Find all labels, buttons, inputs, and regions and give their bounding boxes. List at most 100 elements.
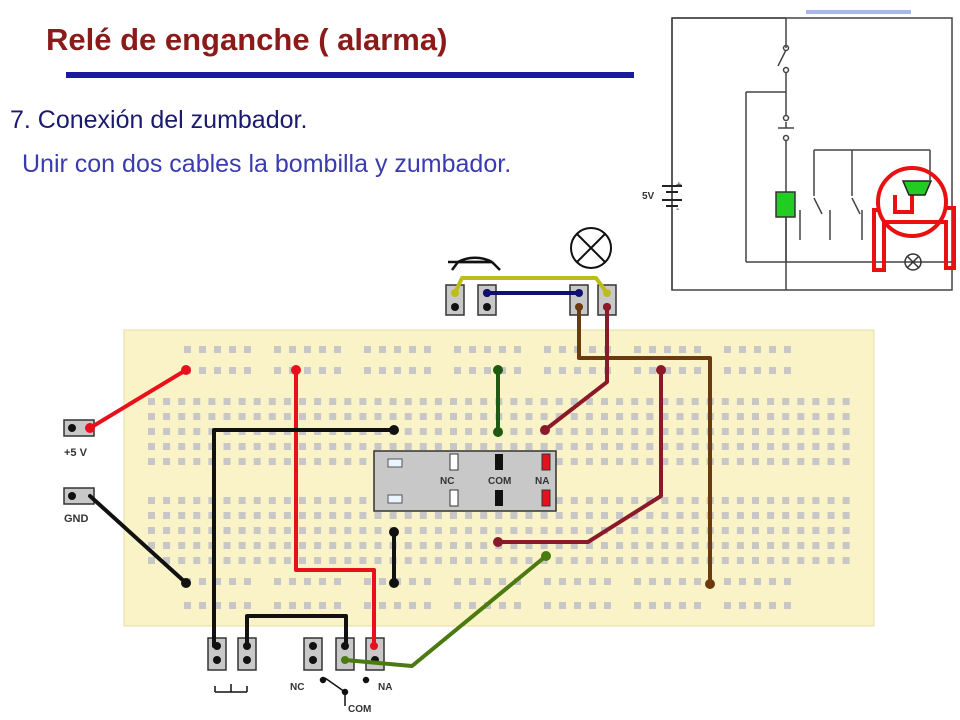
breadboard-hole: [616, 413, 624, 420]
breadboard-hole: [724, 602, 731, 609]
breadboard-hole: [193, 413, 201, 420]
breadboard-hole: [319, 578, 326, 585]
breadboard-hole: [450, 443, 457, 450]
wire-ends: [85, 289, 715, 664]
breadboard-hole: [208, 443, 216, 450]
breadboard-hole: [724, 346, 731, 353]
breadboard-hole: [510, 428, 518, 435]
breadboard-hole: [484, 578, 491, 585]
breadboard-hole: [631, 512, 639, 519]
breadboard-hole: [223, 557, 231, 564]
breadboard-hole: [510, 512, 518, 519]
breadboard-hole: [344, 542, 352, 549]
breadboard-hole: [299, 458, 306, 465]
switch-com-label: COM: [348, 704, 371, 715]
breadboard-hole: [359, 443, 367, 450]
schematic-buzzer-icon: [901, 180, 933, 196]
breadboard-hole: [812, 458, 820, 465]
breadboard-hole: [274, 602, 281, 609]
breadboard-hole: [616, 428, 624, 435]
breadboard-hole: [283, 542, 291, 549]
wire-red-supply: [88, 368, 188, 430]
breadboard-hole: [769, 578, 776, 585]
breadboard-hole: [329, 458, 337, 465]
breadboard-hole: [649, 578, 656, 585]
breadboard-hole: [540, 398, 548, 405]
wires: [88, 276, 712, 668]
breadboard-hole: [238, 512, 246, 519]
breadboard-hole: [540, 512, 548, 519]
breadboard-hole: [676, 557, 684, 564]
breadboard-hole: [570, 398, 578, 405]
wire-maroon-top: [543, 305, 609, 432]
breadboard-hole: [525, 443, 533, 450]
breadboard-hole: [525, 413, 533, 420]
breadboard-hole: [510, 413, 518, 420]
breadboard-hole: [304, 578, 311, 585]
breadboard-hole: [661, 398, 669, 405]
breadboard-hole: [419, 512, 427, 519]
breadboard-hole: [691, 557, 699, 564]
breadboard-hole: [827, 458, 835, 465]
breadboard-hole: [314, 443, 322, 450]
breadboard-hole: [244, 346, 251, 353]
breadboard-hole: [193, 443, 201, 450]
breadboard-hole: [389, 413, 397, 420]
breadboard-hole: [540, 443, 548, 450]
breadboard-hole: [404, 542, 412, 549]
breadboard-hole: [631, 542, 639, 549]
breadboard-hole: [661, 413, 669, 420]
breadboard-hole: [178, 398, 186, 405]
breadboard-hole: [752, 512, 759, 519]
breadboard-hole: [812, 413, 820, 420]
breadboard-hole: [769, 367, 776, 374]
breadboard-hole: [223, 542, 231, 549]
breadboard-hole: [585, 398, 593, 405]
breadboard-hole: [661, 458, 669, 465]
breadboard-hole: [646, 497, 654, 504]
breadboard-hole: [434, 542, 442, 549]
breadboard-hole: [812, 527, 820, 534]
breadboard-hole: [797, 557, 805, 564]
breadboard-hole: [767, 458, 775, 465]
breadboard-hole: [736, 428, 744, 435]
breadboard-hole: [514, 602, 521, 609]
breadboard-hole: [646, 428, 654, 435]
breadboard-hole: [842, 443, 850, 450]
relay-nc-label: NC: [440, 476, 454, 487]
breadboard-hole: [469, 367, 476, 374]
breadboard-hole: [178, 413, 186, 420]
breadboard-hole: [329, 527, 337, 534]
breadboard-hole: [344, 398, 352, 405]
breadboard-hole: [736, 557, 744, 564]
breadboard-hole: [334, 346, 341, 353]
breadboard-hole: [767, 497, 775, 504]
breadboard-hole: [450, 398, 457, 405]
breadboard-hole: [289, 602, 296, 609]
breadboard-hole: [359, 557, 367, 564]
breadboard-hole: [797, 458, 805, 465]
breadboard-hole: [661, 443, 669, 450]
breadboard-hole: [679, 578, 686, 585]
breadboard-hole: [299, 557, 306, 564]
breadboard-hole: [434, 398, 442, 405]
breadboard-hole: [827, 512, 835, 519]
breadboard-hole: [555, 557, 563, 564]
breadboard-hole: [283, 413, 291, 420]
breadboard-hole: [434, 512, 442, 519]
breadboard-hole: [691, 458, 699, 465]
breadboard-hole: [304, 602, 311, 609]
breadboard-hole: [525, 557, 533, 564]
breadboard-hole: [634, 578, 641, 585]
ground-label: GND: [64, 513, 89, 525]
breadboard-hole: [208, 542, 216, 549]
breadboard-hole: [495, 527, 503, 534]
breadboard-hole: [631, 398, 639, 405]
breadboard-hole: [319, 602, 326, 609]
breadboard-hole: [812, 398, 820, 405]
breadboard-hole: [585, 443, 593, 450]
breadboard-hole: [163, 458, 171, 465]
breadboard-holes: [148, 346, 850, 609]
breadboard-hole: [842, 542, 850, 549]
breadboard-hole: [163, 443, 171, 450]
